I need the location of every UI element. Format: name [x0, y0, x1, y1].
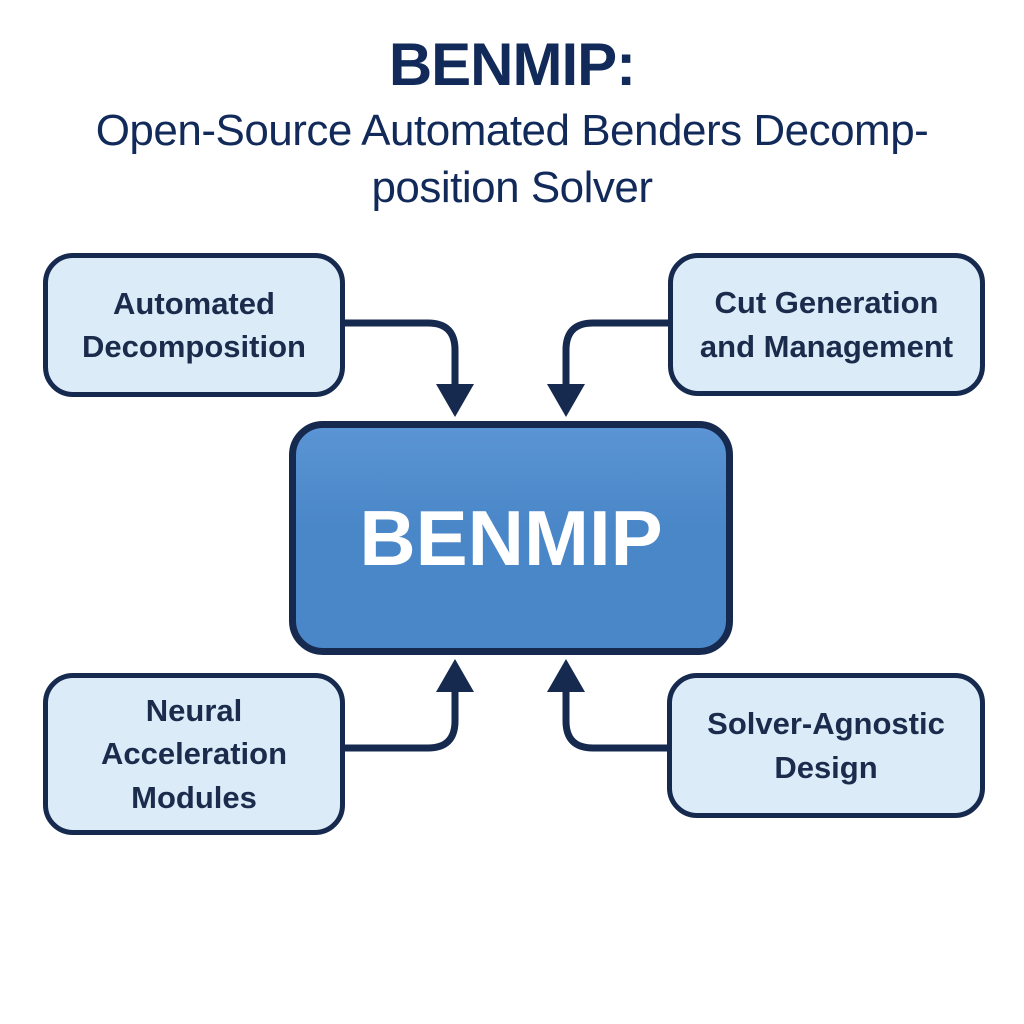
node-automated-decomposition: Automated Decomposition [43, 253, 345, 397]
node-label: Neural Acceleration Modules [100, 692, 288, 815]
arrow-up-icon [436, 659, 474, 692]
node-label: Cut Generation and Management [699, 285, 954, 364]
connector-bottom-right [562, 688, 667, 752]
node-cut-generation-management: Cut Generation and Management [668, 253, 985, 396]
node-label: Automated Decomposition [82, 285, 306, 364]
arrow-down-icon [436, 384, 474, 417]
center-node-label: BENMIP [359, 493, 663, 582]
connector-bottom-left [345, 688, 459, 752]
connector-top-right [562, 319, 668, 388]
arrow-up-icon [547, 659, 585, 692]
page-subtitle: Open-Source Automated Benders Decomp- po… [95, 106, 929, 212]
center-node-benmip: BENMIP [289, 421, 733, 655]
node-label: Solver-Agnostic Design [707, 706, 945, 785]
node-solver-agnostic-design: Solver-Agnostic Design [667, 673, 985, 818]
connector-top-left [345, 319, 459, 388]
page-title: BENMIP: [388, 31, 636, 98]
arrow-down-icon [547, 384, 585, 417]
node-neural-acceleration-modules: Neural Acceleration Modules [43, 673, 345, 835]
